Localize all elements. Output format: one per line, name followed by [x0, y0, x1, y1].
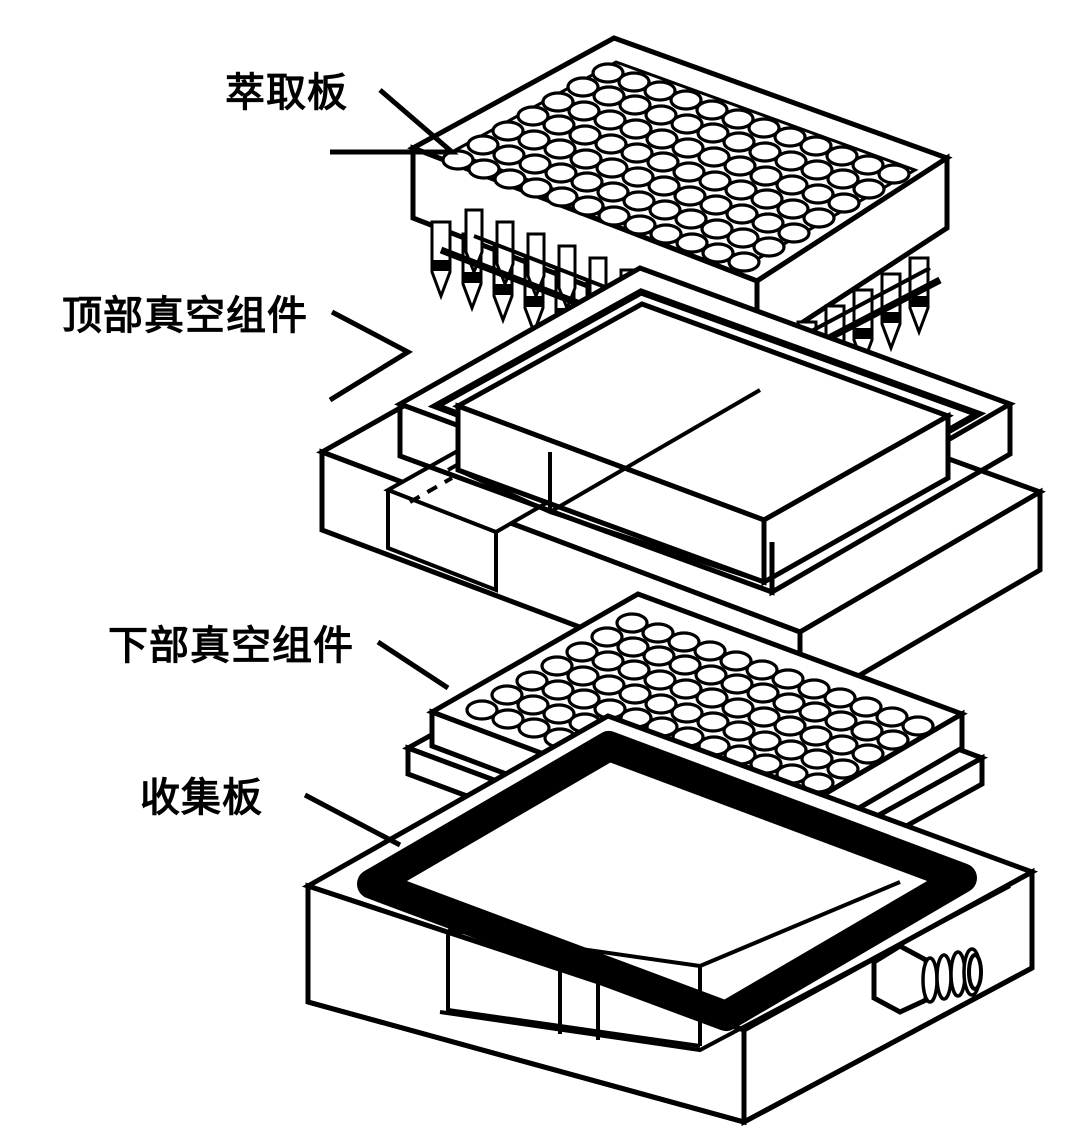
label-extraction-plate: 萃取板: [225, 70, 348, 116]
callout-collection-plate: 收集板: [140, 775, 402, 848]
vacuum-port-barbs: [921, 947, 982, 1004]
extraction-plate-well-grid: [441, 62, 911, 273]
box-bottom-inner-edge: [439, 884, 1011, 1053]
callout-labels: 萃取板 顶部真空组件 下部真空组件 收集板: [62, 70, 459, 848]
collection-box-gasket-highlight: [370, 744, 964, 1018]
cavity-floor-right-edge: [699, 880, 901, 968]
tray-cavity-right-wall: [761, 411, 951, 587]
vacuum-port-bore: [967, 953, 983, 991]
collection-box-bottom-edges: [307, 965, 1034, 1125]
leader-line-collection-plate: [303, 792, 402, 848]
leader-line-lower-vacuum-assembly: [376, 639, 450, 691]
tray-rim-right-wall: [769, 404, 1013, 597]
label-lower-vacuum-assembly: 下部真空组件: [108, 623, 354, 669]
leader-line-top-vacuum-assembly: [328, 309, 414, 403]
component-collection-plate: [301, 713, 1039, 1127]
callout-top-vacuum-assembly: 顶部真空组件: [62, 293, 414, 403]
label-top-vacuum-assembly: 顶部真空组件: [62, 293, 308, 339]
callout-lower-vacuum-assembly: 下部真空组件: [108, 623, 450, 691]
shelf-notch-side: [386, 490, 498, 593]
tray-cavity-floor-diag: [548, 388, 762, 514]
vacuum-port-boss: [871, 943, 929, 1015]
cavity-floor-left-edge: [446, 930, 701, 1048]
component-top-vacuum-assembly: [316, 265, 1046, 715]
label-collection-plate: 收集板: [140, 775, 263, 821]
vacuum-port: [871, 943, 983, 1015]
callout-extraction-plate: 萃取板: [225, 70, 459, 155]
leader-line-extraction-plate: [330, 88, 459, 155]
